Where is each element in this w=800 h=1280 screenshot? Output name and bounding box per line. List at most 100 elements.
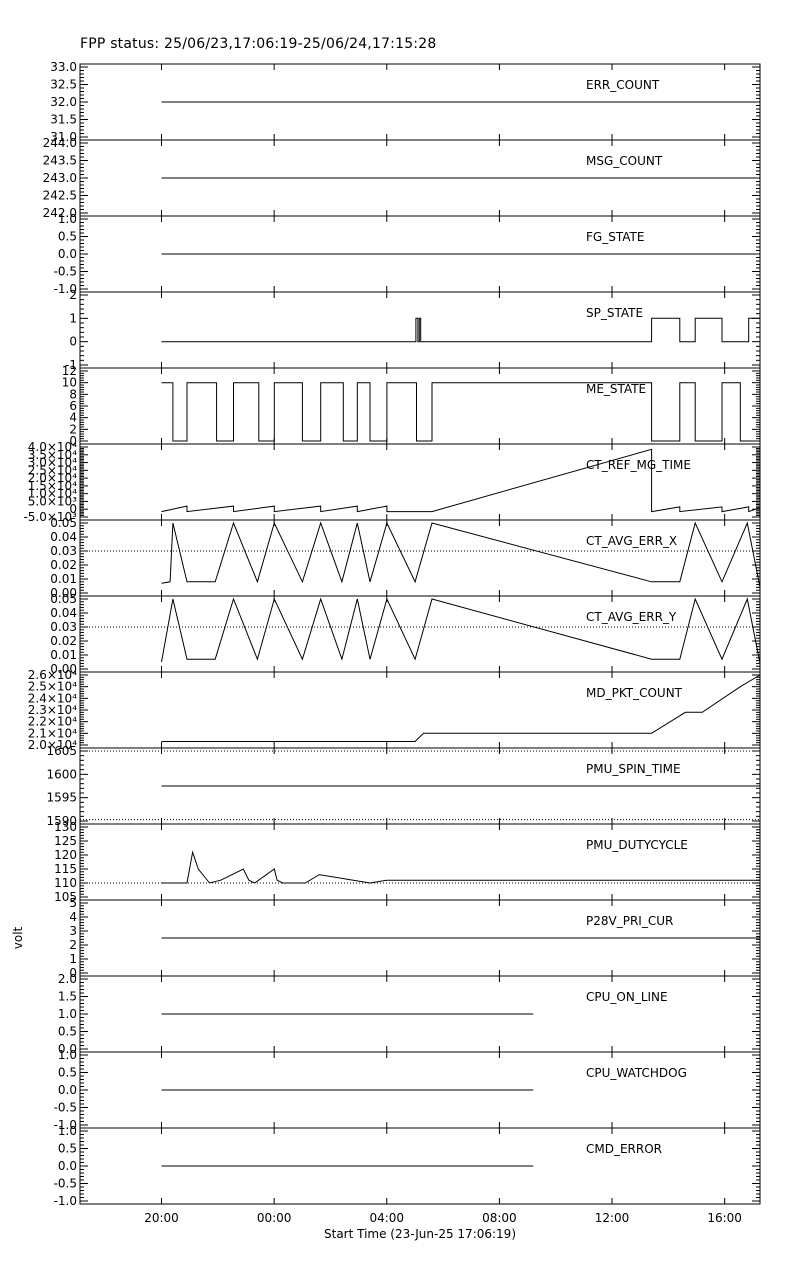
x-tick-label: 16:00 (707, 1211, 742, 1225)
y-tick-label-sp-state: 0 (69, 335, 77, 349)
y-tick-label-ct-ref-mg-time: 1.5×10⁴ (28, 479, 77, 493)
y-tick-label-ct-ref-mg-time: 2.5×10⁴ (28, 463, 77, 477)
panel-label-ct-avg-err-x: CT_AVG_ERR_X (586, 534, 677, 548)
y-tick-label-cmd-error: -0.5 (54, 1177, 77, 1191)
panel-label-msg-count: MSG_COUNT (586, 154, 663, 168)
x-axis-label: Start Time (23-Jun-25 17:06:19) (324, 1227, 516, 1241)
y-tick-label-ct-avg-err-y: 0.04 (50, 606, 77, 620)
y-tick-label-cpu-on-line: 2.0 (58, 972, 77, 986)
panel-frame-me-state (79, 367, 761, 445)
y-tick-label-pmu-spin-time: 1595 (46, 791, 77, 805)
y-tick-label-ct-avg-err-y: 0.02 (50, 634, 77, 648)
panel-label-fg-state: FG_STATE (586, 230, 644, 244)
y-tick-label-cmd-error: 1.0 (58, 1124, 77, 1138)
y-tick-label-fg-state: -1.0 (54, 282, 77, 296)
y-tick-label-me-state: 4 (69, 411, 77, 425)
y-tick-label-pmu-spin-time: 1600 (46, 767, 77, 781)
y-axis-unit-p28v-pri-cur: volt (11, 926, 25, 949)
y-tick-label-p28v-pri-cur: 3 (69, 924, 77, 938)
y-tick-label-ct-ref-mg-time: 3.5×10⁴ (28, 448, 77, 462)
y-tick-label-pmu-dutycycle: 110 (54, 876, 77, 890)
x-tick-label: 12:00 (595, 1211, 630, 1225)
y-tick-label-pmu-dutycycle: 125 (54, 834, 77, 848)
y-tick-label-p28v-pri-cur: 0 (69, 966, 77, 980)
y-tick-label-md-pkt-count: 2.4×10⁴ (28, 691, 77, 705)
y-tick-label-me-state: 6 (69, 399, 77, 413)
y-tick-label-ct-ref-mg-time: 5.0×10³ (28, 494, 77, 508)
panel-label-ct-avg-err-y: CT_AVG_ERR_Y (586, 610, 677, 624)
y-tick-label-fg-state: 0.0 (58, 247, 77, 261)
chart-title: FPP status: 25/06/23,17:06:19-25/06/24,1… (80, 36, 437, 52)
y-tick-label-msg-count: 244.0 (43, 136, 77, 150)
panel-label-ct-ref-mg-time: CT_REF_MG_TIME (586, 458, 691, 472)
y-tick-label-fg-state: -0.5 (54, 265, 77, 279)
y-tick-label-sp-state: 2 (69, 288, 77, 302)
y-tick-label-msg-count: 242.5 (43, 189, 77, 203)
panel-label-cpu-on-line: CPU_ON_LINE (586, 990, 668, 1004)
x-tick-label: 20:00 (144, 1211, 179, 1225)
y-tick-label-cpu-watchdog: -0.5 (54, 1101, 77, 1115)
y-tick-label-cpu-on-line: 1.0 (58, 1007, 77, 1021)
y-tick-label-ct-ref-mg-time: 2.0×10⁴ (28, 471, 77, 485)
panel-label-sp-state: SP_STATE (586, 306, 643, 320)
y-tick-label-me-state: 10 (62, 376, 77, 390)
panel-label-err-count: ERR_COUNT (586, 78, 660, 92)
y-tick-label-p28v-pri-cur: 2 (69, 938, 77, 952)
y-tick-label-md-pkt-count: 2.3×10⁴ (28, 703, 77, 717)
panel-frame-ct-avg-err-x (79, 519, 761, 597)
y-tick-label-msg-count: 242.0 (43, 206, 77, 220)
y-tick-label-pmu-dutycycle: 130 (54, 820, 77, 834)
y-tick-label-err-count: 32.5 (50, 78, 77, 92)
y-tick-label-ct-ref-mg-time: 4.0×10⁴ (28, 440, 77, 454)
y-tick-label-me-state: 2 (69, 422, 77, 436)
y-tick-label-msg-count: 243.0 (43, 171, 77, 185)
y-tick-label-sp-state: -1 (65, 358, 77, 372)
y-tick-label-ct-ref-mg-time: 3.0×10⁴ (28, 456, 77, 470)
y-tick-label-ct-avg-err-x: 0.04 (50, 530, 77, 544)
y-tick-label-sp-state: 1 (69, 311, 77, 325)
panel-label-cpu-watchdog: CPU_WATCHDOG (586, 1066, 687, 1080)
x-tick-label: 04:00 (369, 1211, 404, 1225)
series-line-me-state (161, 382, 760, 442)
y-tick-label-md-pkt-count: 2.0×10⁴ (28, 738, 77, 752)
series-line-ct-ref-mg-time (161, 448, 761, 513)
y-tick-label-cpu-watchdog: 0.5 (58, 1066, 77, 1080)
series-line-ct-avg-err-y (161, 597, 761, 664)
y-tick-label-me-state: 12 (62, 364, 77, 378)
y-tick-label-msg-count: 243.5 (43, 154, 77, 168)
y-tick-label-pmu-spin-time: 1605 (46, 744, 77, 758)
y-tick-label-me-state: 8 (69, 387, 77, 401)
y-tick-label-fg-state: 1.0 (58, 212, 77, 226)
y-tick-label-err-count: 33.0 (50, 60, 77, 74)
panel-label-cmd-error: CMD_ERROR (586, 1142, 662, 1156)
y-tick-label-ct-avg-err-y: 0.03 (50, 620, 77, 634)
y-tick-label-ct-avg-err-x: 0.00 (50, 586, 77, 600)
panel-frame-ct-ref-mg-time (79, 443, 761, 521)
y-tick-label-pmu-dutycycle: 120 (54, 848, 77, 862)
series-line-md-pkt-count (161, 674, 761, 742)
y-tick-label-p28v-pri-cur: 5 (69, 896, 77, 910)
panel-frame-sp-state (79, 291, 761, 369)
y-tick-label-ct-ref-mg-time: -5.0×10³ (23, 510, 77, 524)
y-tick-label-pmu-dutycycle: 105 (54, 890, 77, 904)
y-tick-label-ct-avg-err-x: 0.05 (50, 516, 77, 530)
panel-label-pmu-spin-time: PMU_SPIN_TIME (586, 762, 681, 776)
y-tick-label-ct-avg-err-y: 0.00 (50, 662, 77, 676)
y-tick-label-cpu-on-line: 1.5 (58, 990, 77, 1004)
panel-label-me-state: ME_STATE (586, 382, 646, 396)
y-tick-label-md-pkt-count: 2.5×10⁴ (28, 680, 77, 694)
y-tick-label-cpu-on-line: 0.5 (58, 1025, 77, 1039)
y-tick-label-cpu-watchdog: -1.0 (54, 1118, 77, 1132)
y-tick-label-ct-ref-mg-time: 1.0×10⁴ (28, 487, 77, 501)
y-tick-label-pmu-dutycycle: 115 (54, 862, 77, 876)
y-tick-label-me-state: 0 (69, 434, 77, 448)
y-tick-label-md-pkt-count: 2.6×10⁴ (28, 668, 77, 682)
y-tick-label-err-count: 31.5 (50, 113, 77, 127)
y-tick-label-ct-avg-err-x: 0.02 (50, 558, 77, 572)
panel-label-md-pkt-count: MD_PKT_COUNT (586, 686, 683, 700)
y-tick-label-cmd-error: 0.5 (58, 1142, 77, 1156)
y-tick-label-cmd-error: -1.0 (54, 1194, 77, 1208)
y-tick-label-ct-avg-err-x: 0.01 (50, 572, 77, 586)
y-tick-label-err-count: 32.0 (50, 95, 77, 109)
